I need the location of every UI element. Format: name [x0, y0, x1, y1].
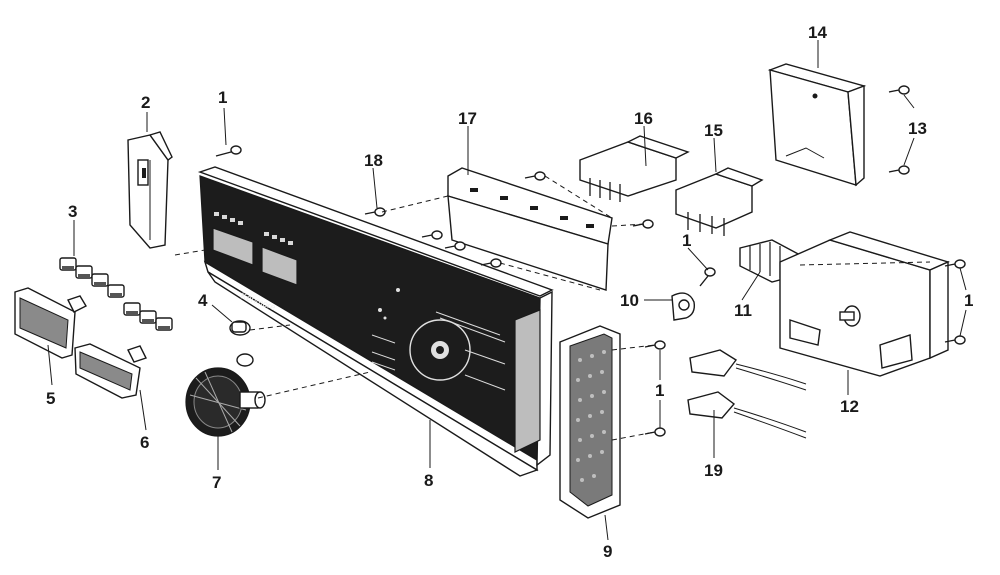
callout-1-top: 1 [218, 88, 227, 107]
callout-4: 4 [198, 291, 208, 310]
wire-connector-part [687, 349, 807, 439]
callout-labels: 1 2 3 4 5 6 7 8 9 10 11 12 13 14 15 16 1… [46, 23, 973, 561]
callout-9: 9 [603, 542, 612, 561]
callout-5: 5 [46, 389, 55, 408]
callout-6: 6 [140, 433, 149, 452]
switch-cover-part [767, 63, 867, 187]
callout-17: 17 [458, 109, 477, 128]
callout-14: 14 [808, 23, 827, 42]
callout-1-grille: 1 [655, 381, 664, 400]
cable-clamp-part [671, 292, 696, 321]
small-button-part [229, 320, 254, 367]
control-knob-part [185, 367, 266, 437]
callout-10: 10 [620, 291, 639, 310]
callout-1-middle: 1 [682, 231, 691, 250]
button-bezel-part [14, 287, 141, 399]
callout-12: 12 [840, 397, 859, 416]
callout-15: 15 [704, 121, 723, 140]
callout-16: 16 [634, 109, 653, 128]
callout-3: 3 [68, 202, 77, 221]
vent-grille-part [559, 325, 621, 519]
leader-lines [47, 40, 967, 541]
mounting-bracket-part [447, 167, 613, 291]
end-bracket-part [127, 131, 173, 249]
callout-11: 11 [734, 301, 752, 320]
callout-7: 7 [212, 473, 221, 492]
callout-1-right: 1 [964, 291, 973, 310]
callout-19: 19 [704, 461, 723, 480]
callout-2: 2 [141, 93, 150, 112]
callout-18: 18 [364, 151, 383, 170]
callout-13: 13 [908, 119, 927, 138]
retaining-clip-part [67, 295, 147, 363]
assembly-guide-lines [174, 175, 931, 441]
callout-8: 8 [424, 471, 433, 490]
control-panel: Kenmore [197, 166, 554, 477]
timer-motor-part [779, 231, 950, 377]
pushbutton-set [59, 257, 173, 331]
rocker-switch-part [579, 135, 764, 236]
